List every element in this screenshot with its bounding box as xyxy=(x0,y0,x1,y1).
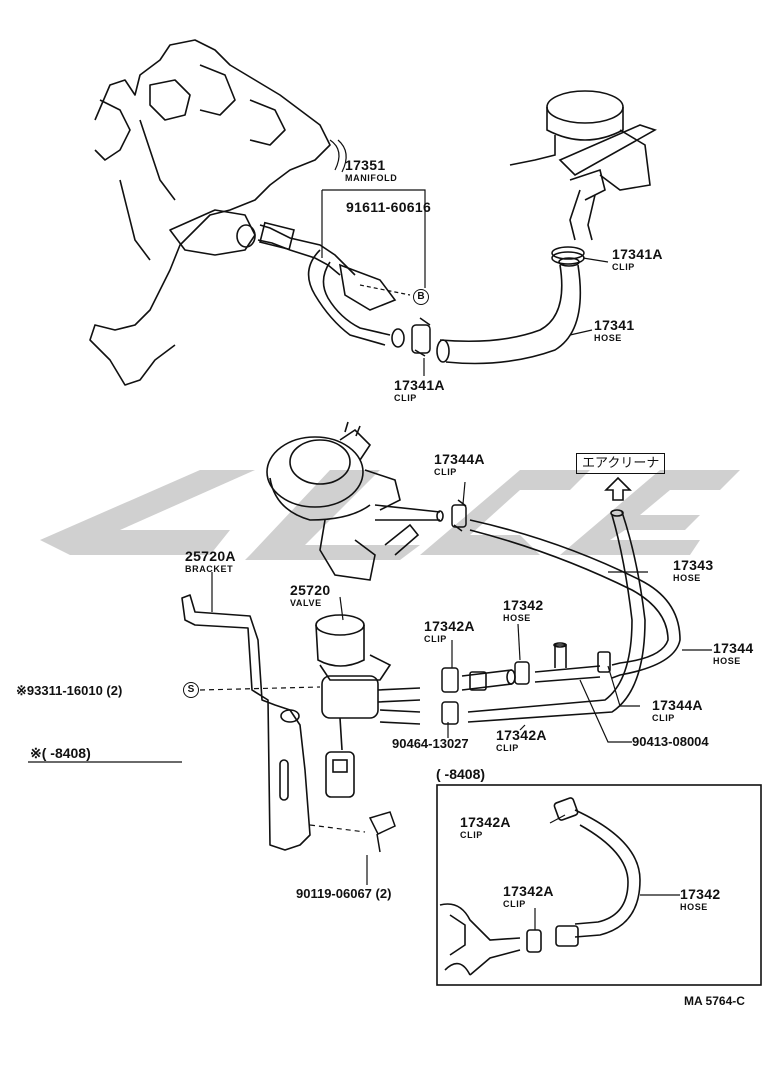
hose-17343 xyxy=(467,509,681,723)
part-17351-number: 17351 xyxy=(345,157,386,173)
part-17341A-bot-number: 17341A xyxy=(394,377,445,393)
clip-17344A-top xyxy=(451,499,467,532)
part-17342-number: 17342 xyxy=(503,597,544,613)
part-17341-number: 17341 xyxy=(594,317,635,333)
part-17342A-left-number: 17342A xyxy=(424,618,475,634)
part-17342A-mid-desc: CLIP xyxy=(496,743,519,753)
hose-17341 xyxy=(436,257,582,365)
part-90413-number: 90413-08004 xyxy=(632,734,709,749)
part-90464-number: 90464-13027 xyxy=(392,736,469,751)
inset-frame xyxy=(436,784,762,986)
part-17341A-bot-desc: CLIP xyxy=(394,393,417,403)
part-25720A-number: 25720A xyxy=(185,548,236,564)
marker-s: S xyxy=(183,682,199,698)
intake-manifold xyxy=(89,39,331,386)
part-17343-desc: HOSE xyxy=(673,573,701,583)
air-cleaner-label: エアクリーナ xyxy=(576,453,666,474)
part-25720-desc: VALVE xyxy=(290,598,322,608)
inset-17342A-b-number: 17342A xyxy=(503,883,554,899)
part-17341-desc: HOSE xyxy=(594,333,622,343)
part-17341A-top-number: 17341A xyxy=(612,246,663,262)
leader-lines-inset xyxy=(534,814,680,930)
inset-range: ( -8408) xyxy=(436,766,486,782)
part-17351-desc: MANIFOLD xyxy=(345,173,398,183)
part-25720-number: 25720 xyxy=(290,582,331,598)
note-range: ※( -8408) xyxy=(30,745,91,761)
leader-lines-top xyxy=(321,139,609,376)
egr-valve-mid xyxy=(266,421,444,581)
part-90119-number: 90119-06067 (2) xyxy=(296,886,392,901)
bracket-25720A xyxy=(181,594,311,851)
watermark-logo xyxy=(40,470,740,560)
tube-90413 xyxy=(534,642,611,683)
part-91611-number: 91611-60616 xyxy=(346,199,432,215)
figure-id: MA 5764-C xyxy=(684,994,745,1008)
manifold-pipe xyxy=(257,221,405,348)
clips-17342A xyxy=(441,661,530,725)
part-17344A-top-desc: CLIP xyxy=(434,467,457,477)
egr-valve-top xyxy=(509,90,657,241)
part-17342-desc: HOSE xyxy=(503,613,531,623)
marker-b: B xyxy=(413,289,429,305)
bolt-90119 xyxy=(368,811,396,853)
part-17343-number: 17343 xyxy=(673,557,714,573)
inset-hose xyxy=(439,797,641,976)
hose-17342 xyxy=(461,669,516,691)
vsv-valve-25720 xyxy=(315,614,421,798)
part-17344A-top-number: 17344A xyxy=(434,451,485,467)
inset-17342-desc: HOSE xyxy=(680,902,708,912)
part-17344-desc: HOSE xyxy=(713,656,741,666)
inset-17342A-a-desc: CLIP xyxy=(460,830,483,840)
leader-lines-mid xyxy=(28,481,712,885)
part-17342A-mid-number: 17342A xyxy=(496,727,547,743)
inset-17342A-a-number: 17342A xyxy=(460,814,511,830)
inset-17342A-b-desc: CLIP xyxy=(503,899,526,909)
part-93311-number: ※93311-16010 (2) xyxy=(16,683,123,698)
part-17342A-left-desc: CLIP xyxy=(424,634,447,644)
arrow-up-icon xyxy=(604,476,632,501)
part-17341A-top-desc: CLIP xyxy=(612,262,635,272)
part-17344A-bot-desc: CLIP xyxy=(652,713,675,723)
inset-17342-number: 17342 xyxy=(680,886,721,902)
clip-17341A-bot xyxy=(411,317,431,357)
part-25720A-desc: BRACKET xyxy=(185,564,234,574)
part-17344A-bot-number: 17344A xyxy=(652,697,703,713)
part-17344-number: 17344 xyxy=(713,640,754,656)
